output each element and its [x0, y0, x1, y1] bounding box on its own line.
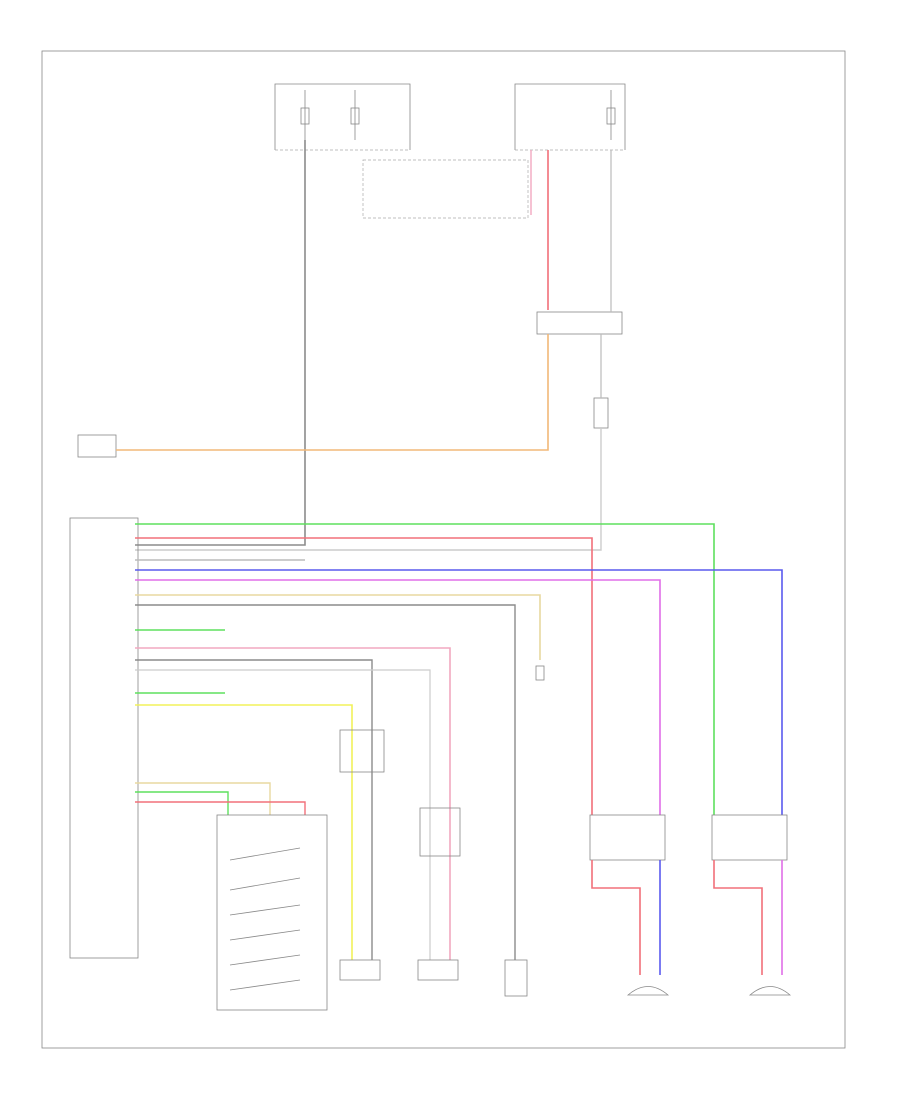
wire-tan-sw	[135, 782, 271, 815]
wire-gray-2	[135, 428, 602, 551]
page-border	[41, 50, 846, 1049]
lr-speaker	[339, 959, 381, 981]
wire-blk-2	[135, 604, 516, 960]
wire-blu	[135, 569, 783, 815]
rf-tweeter-box	[711, 814, 788, 861]
rf-speaker	[748, 986, 792, 996]
steering-switch-contacts	[229, 847, 301, 991]
connector-c-box	[339, 729, 385, 773]
relay-box	[536, 311, 623, 335]
wire-ltgrn	[135, 523, 715, 815]
connector-b-box	[593, 397, 609, 429]
wire-blk-1	[135, 140, 306, 546]
junction-block-outline	[514, 83, 626, 150]
wire-blk-lr	[135, 659, 373, 960]
lf-tweeter-box	[589, 814, 666, 861]
left-connector-box	[77, 434, 117, 458]
fuse-c	[606, 90, 616, 140]
wire-pink-lf	[591, 860, 641, 975]
connector-d-box	[419, 807, 461, 857]
wire-grn-sw	[135, 791, 229, 815]
wire-red-sw	[135, 801, 306, 815]
fuse-a	[300, 90, 310, 140]
fuse-block-outline	[274, 83, 411, 150]
wire-tan	[135, 594, 541, 660]
wire-pink-rf	[713, 860, 763, 975]
wire-violet	[135, 579, 661, 815]
antenna-fuse-box	[535, 665, 545, 681]
wire-red-2	[135, 537, 593, 815]
wire-wht-rr	[135, 669, 431, 960]
radio-module-box	[69, 517, 139, 959]
lf-speaker	[626, 986, 670, 996]
steering-switch-box	[216, 814, 328, 1011]
junction-connector-box	[362, 159, 529, 219]
wire-orange-1	[116, 334, 549, 451]
wire-pink-rr	[135, 647, 451, 960]
antenna	[504, 959, 528, 997]
rr-speaker	[417, 959, 459, 981]
wire-yel-lr	[135, 704, 353, 960]
fuse-b	[350, 90, 360, 140]
